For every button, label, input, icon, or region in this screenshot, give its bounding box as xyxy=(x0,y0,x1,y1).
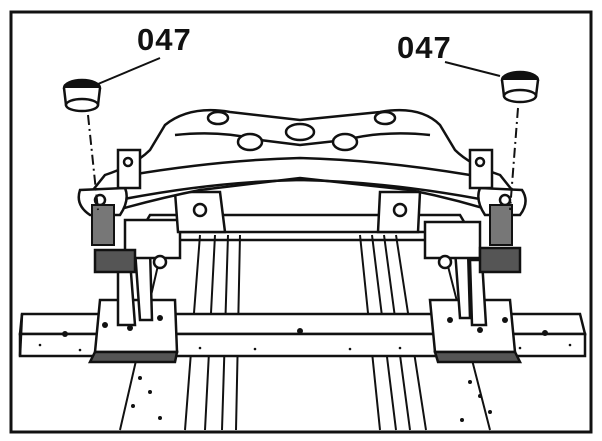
center-mounts xyxy=(173,190,422,234)
bushings xyxy=(91,204,513,246)
leader-lines xyxy=(97,57,501,85)
part-number-label-right: 047 xyxy=(397,30,452,65)
subframe xyxy=(83,108,522,217)
part-number-label-left: 047 xyxy=(137,22,192,57)
figure-border xyxy=(9,10,593,434)
right-plate-bolts xyxy=(447,317,508,333)
beam-dots xyxy=(38,343,572,352)
right-jig-posts xyxy=(423,220,522,327)
rail-holes xyxy=(131,376,492,422)
beam-holes xyxy=(62,328,548,337)
right-guide-cap xyxy=(500,70,540,104)
left-plate-bolts xyxy=(102,315,163,331)
left-guide-cap xyxy=(62,78,102,113)
left-jig-posts xyxy=(93,218,182,327)
alignment-lines xyxy=(87,107,519,211)
